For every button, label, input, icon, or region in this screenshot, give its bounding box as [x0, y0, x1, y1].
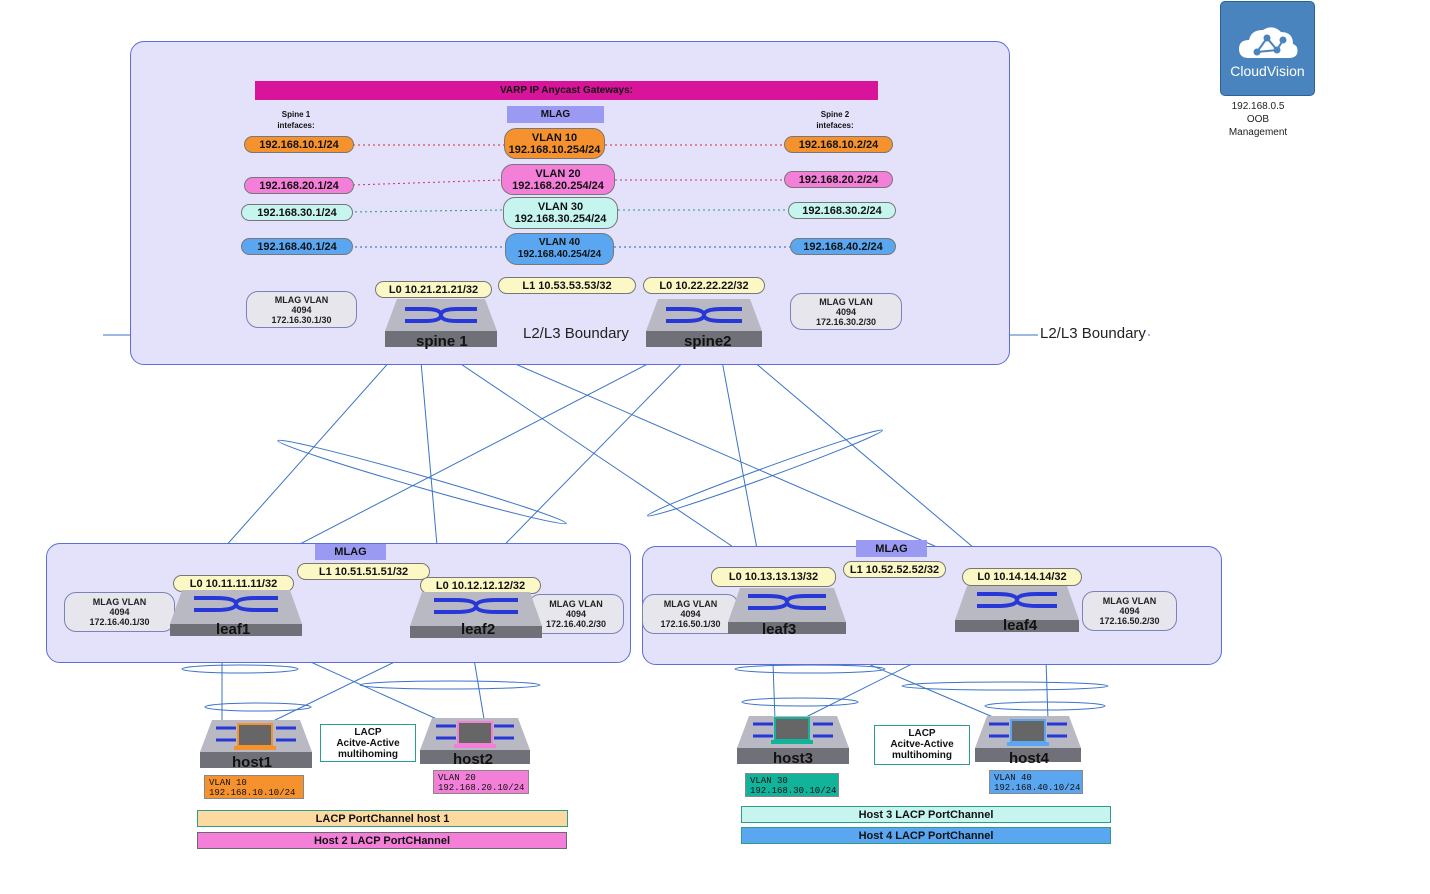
mlag-header-spine: MLAG [507, 106, 604, 123]
host2-vlan-tag: VLAN 20 192.168.20.10/24 [433, 770, 529, 794]
host2-switch [420, 718, 530, 764]
spine1-vlan10-interface: 192.168.10.1/24 [244, 136, 354, 153]
spine-l1-loopback: L1 10.53.53.53/32 [498, 277, 636, 294]
varp-vlan40: VLAN 40 192.168.40.254/24 [505, 233, 614, 265]
cloudvision-info: 192.168.0.5 OOB Management [1228, 101, 1288, 138]
varp-banner: VARP IP Anycast Gateways: [255, 81, 878, 100]
spine2-name: spine2 [684, 333, 732, 350]
varp-vlan20: VLAN 20 192.168.20.254/24 [501, 164, 615, 195]
varp-vlan10: VLAN 10 192.168.10.254/24 [504, 128, 605, 159]
spine-mlag-vlan-left: MLAG VLAN 4094 172.16.30.1/30 [246, 291, 357, 328]
leaf2-name: leaf2 [461, 621, 496, 638]
leaf3-loopback: L0 10.13.13.13/32 [711, 567, 836, 587]
spine2-switch [646, 299, 762, 347]
lacp-host1-bar: LACP PortChannel host 1 [197, 810, 568, 827]
leaf4-switch [955, 586, 1079, 632]
leaf3-switch [728, 588, 846, 634]
lacp-label-left: LACP Acitve-Active multihoming [320, 724, 416, 762]
host4-name: host4 [1009, 750, 1050, 767]
host1-vlan-tag: VLAN 10 192.168.10.10/24 [204, 775, 304, 799]
leaf-right-mlag-vlan-left: MLAG VLAN 4094 172.16.50.1/30 [642, 594, 739, 634]
host4-vlan-tag: VLAN 40 192.168.40.10/24 [989, 770, 1083, 794]
leaf-left-l1-loopback: L1 10.51.51.51/32 [297, 563, 430, 580]
spine2-loopback: L0 10.22.22.22/32 [643, 277, 765, 294]
cloudvision-logo-text: CloudVision [1230, 63, 1305, 79]
leaf3-name: leaf3 [762, 621, 797, 638]
spine1-vlan30-interface: 192.168.30.1/24 [241, 204, 353, 221]
vlan-connectors [349, 144, 790, 248]
host4-switch [975, 716, 1081, 762]
spine1-switch [385, 299, 497, 347]
spine1-vlan20-interface: 192.168.20.1/24 [244, 177, 354, 194]
spine1-vlan40-interface: 192.168.40.1/24 [241, 238, 353, 255]
mlag-header-leaf-right: MLAG [856, 540, 927, 557]
spine2-vlan20-interface: 192.168.20.2/24 [784, 171, 893, 188]
leaf4-name: leaf4 [1003, 617, 1038, 634]
spine-mlag-vlan-right: MLAG VLAN 4094 172.16.30.2/30 [790, 293, 902, 330]
spine2-vlan10-interface: 192.168.10.2/24 [784, 136, 893, 153]
host1-name: host1 [232, 754, 273, 771]
leaf1-switch [170, 590, 302, 636]
boundary-label-outer: L2/L3 Boundary [1038, 325, 1148, 342]
lacp-host3-bar: Host 3 LACP PortChannel [741, 806, 1111, 823]
lacp-label-right: LACP Acitve-Active multihoming [874, 725, 970, 765]
leaf-left-mlag-vlan-left: MLAG VLAN 4094 172.16.40.1/30 [64, 592, 175, 632]
spine1-interfaces-header: Spine 1 intefaces: [277, 110, 315, 130]
cloud-icon [1239, 27, 1298, 58]
lacp-host2-bar: Host 2 LACP PortCHannel [197, 832, 567, 849]
spine2-vlan30-interface: 192.168.30.2/24 [788, 202, 896, 219]
spine1-name: spine 1 [416, 333, 468, 350]
lacp-host4-bar: Host 4 LACP PortChannel [741, 827, 1111, 844]
spine2-vlan40-interface: 192.168.40.2/24 [790, 238, 896, 255]
mlag-header-leaf-left: MLAG [315, 544, 386, 560]
spine2-interfaces-header: Spine 2 intefaces: [816, 110, 854, 130]
cloudvision-logo: CloudVision [1220, 1, 1315, 96]
host3-switch [737, 716, 849, 764]
host1-switch [200, 720, 312, 768]
leaf1-name: leaf1 [216, 621, 251, 638]
leaf-right-mlag-vlan-right: MLAG VLAN 4094 172.16.50.2/30 [1082, 591, 1177, 631]
host3-name: host3 [773, 750, 814, 767]
spine1-loopback: L0 10.21.21.21/32 [375, 281, 492, 298]
host3-vlan-tag: VLAN 30 192.168.30.10/24 [745, 773, 839, 797]
leaf-left-mlag-vlan-right: MLAG VLAN 4094 172.16.40.2/30 [528, 594, 624, 634]
leaf-right-l1-loopback: L1 10.52.52.52/32 [843, 561, 946, 578]
leaf2-switch [410, 592, 542, 638]
boundary-label-inner: L2/L3 Boundary [521, 325, 631, 342]
varp-vlan30: VLAN 30 192.168.30.254/24 [503, 197, 618, 229]
host2-name: host2 [453, 751, 494, 768]
leaf4-loopback: L0 10.14.14.14/32 [962, 568, 1082, 586]
